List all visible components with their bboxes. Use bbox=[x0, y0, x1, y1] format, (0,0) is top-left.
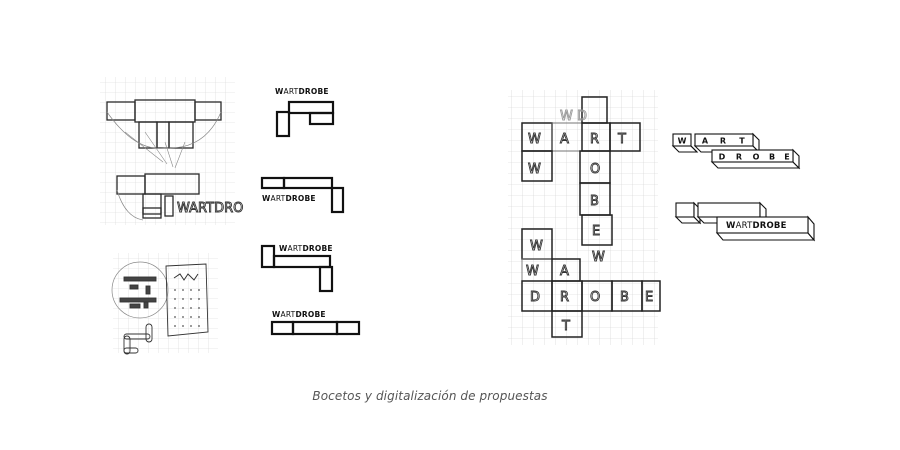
svg-text:T: T bbox=[739, 137, 745, 146]
logo-3-blocks bbox=[260, 244, 334, 293]
svg-text:R: R bbox=[736, 153, 742, 162]
svg-text:R: R bbox=[720, 137, 726, 146]
logo-1-wordmark: WARTDROBE bbox=[275, 87, 329, 96]
svg-text:D: D bbox=[719, 153, 726, 162]
svg-text:W: W bbox=[592, 250, 605, 265]
svg-text:E: E bbox=[645, 290, 653, 305]
svg-text:A: A bbox=[702, 137, 709, 146]
logo-3-wordmark: WARTDROBE bbox=[279, 244, 333, 253]
block-logo-drawing bbox=[674, 201, 816, 242]
logo-1-blocks bbox=[275, 100, 335, 138]
svg-text:A: A bbox=[560, 264, 569, 279]
svg-text:B: B bbox=[590, 194, 599, 209]
svg-text:D: D bbox=[530, 290, 540, 305]
logo-4-blocks bbox=[270, 320, 361, 336]
svg-text:R: R bbox=[560, 290, 569, 305]
logo-4-wordmark: WARTDROBE bbox=[272, 310, 326, 319]
sketch-grid-drawing: WARTDRO bbox=[100, 77, 244, 225]
svg-text:E: E bbox=[784, 153, 789, 162]
svg-text:O: O bbox=[590, 162, 600, 177]
cube-logo-drawing: W A R T D R O B E bbox=[671, 132, 801, 170]
svg-text:O: O bbox=[590, 290, 600, 305]
svg-text:W: W bbox=[528, 162, 541, 177]
block-logo-3d: WARTDROBE bbox=[668, 197, 823, 252]
sketch-wardro-text: WARTDRO bbox=[177, 201, 243, 216]
logo-2-wordmark: WARTDROBE bbox=[262, 194, 316, 203]
logo-2-blocks bbox=[260, 176, 345, 214]
svg-text:B: B bbox=[620, 290, 629, 305]
block-logo-wordmark: WARTDROBE bbox=[726, 221, 787, 231]
svg-text:W: W bbox=[678, 137, 687, 146]
sketch-bottom-left bbox=[108, 248, 223, 358]
svg-text:R: R bbox=[590, 132, 599, 147]
svg-text:W: W bbox=[526, 264, 539, 279]
sketch-circle-and-poster bbox=[111, 253, 218, 355]
svg-text:O: O bbox=[753, 153, 760, 162]
svg-text:W D: W D bbox=[560, 109, 587, 124]
sketch-top-left: WARTDRO bbox=[95, 72, 244, 227]
sketch-crossword: W D W A R T W O B E W W W A D R O B E T bbox=[500, 85, 665, 350]
crossword-grid-drawing: W D W A R T W O B E W W W A D R O B E T bbox=[508, 90, 661, 345]
svg-text:T: T bbox=[617, 132, 626, 147]
svg-text:E: E bbox=[592, 224, 600, 239]
cube-logo: W A R T D R O B E bbox=[665, 128, 825, 188]
svg-text:T: T bbox=[561, 319, 570, 334]
svg-text:B: B bbox=[769, 153, 775, 162]
figure-caption: Bocetos y digitalización de propuestas bbox=[312, 389, 548, 403]
svg-text:W: W bbox=[530, 239, 543, 254]
svg-text:A: A bbox=[560, 132, 569, 147]
svg-text:W: W bbox=[528, 132, 541, 147]
